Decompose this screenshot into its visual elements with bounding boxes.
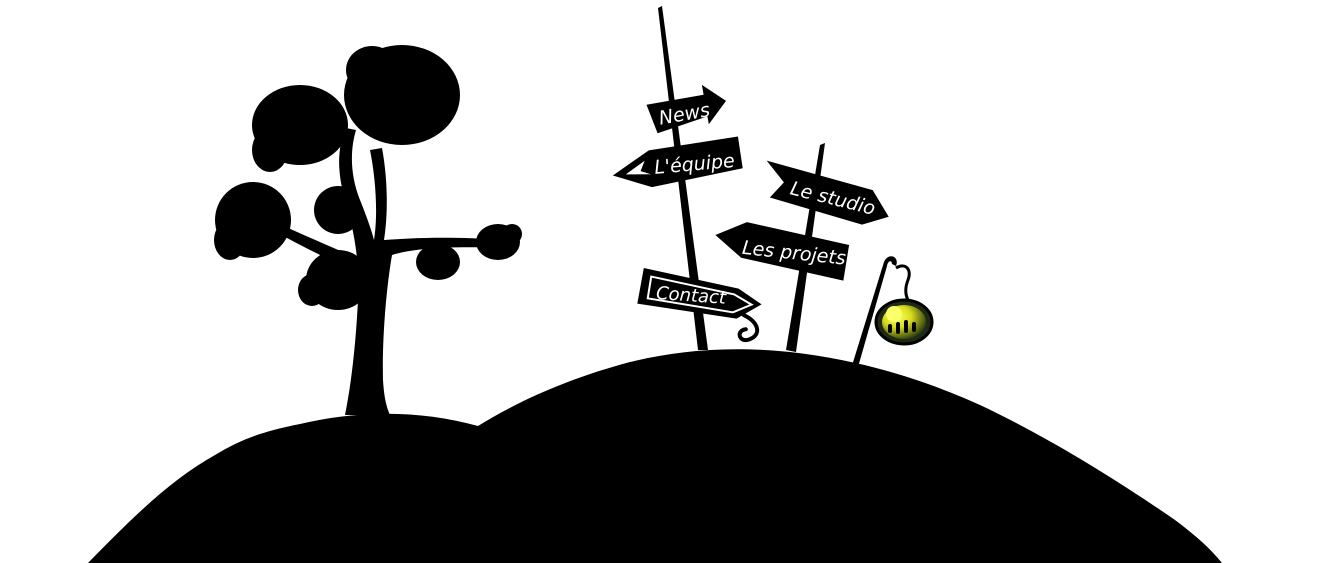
- nav-sign-equipe[interactable]: L'équipe: [610, 136, 743, 190]
- nav-sign-projets[interactable]: Les projets: [712, 219, 850, 281]
- sign-board-studio: [766, 160, 889, 225]
- tree-trunk: [339, 128, 505, 415]
- lantern-post: [850, 256, 897, 374]
- lantern-hook: [895, 264, 911, 301]
- lantern-highlight: [886, 306, 902, 322]
- lantern-teeth: [888, 320, 916, 334]
- nav-sign-studio[interactable]: Le studio: [757, 160, 895, 231]
- nav-sign-news[interactable]: News: [645, 81, 730, 134]
- lantern-icon: [850, 256, 934, 374]
- sign-board-equipe: [612, 136, 743, 188]
- nav-label-contact: Contact: [655, 283, 727, 309]
- sign-board-news: [646, 84, 727, 134]
- sign-arrow-detail-equipe: [625, 160, 651, 175]
- sign-board-projets: [715, 222, 850, 281]
- sign-swirl-contact: [737, 313, 760, 343]
- tree-icon: [214, 45, 522, 415]
- nav-sign-contact[interactable]: Contact: [635, 268, 763, 343]
- sign-inner-outline-contact: [646, 275, 754, 314]
- hill-silhouette: [88, 349, 1222, 563]
- hills: [88, 349, 1222, 563]
